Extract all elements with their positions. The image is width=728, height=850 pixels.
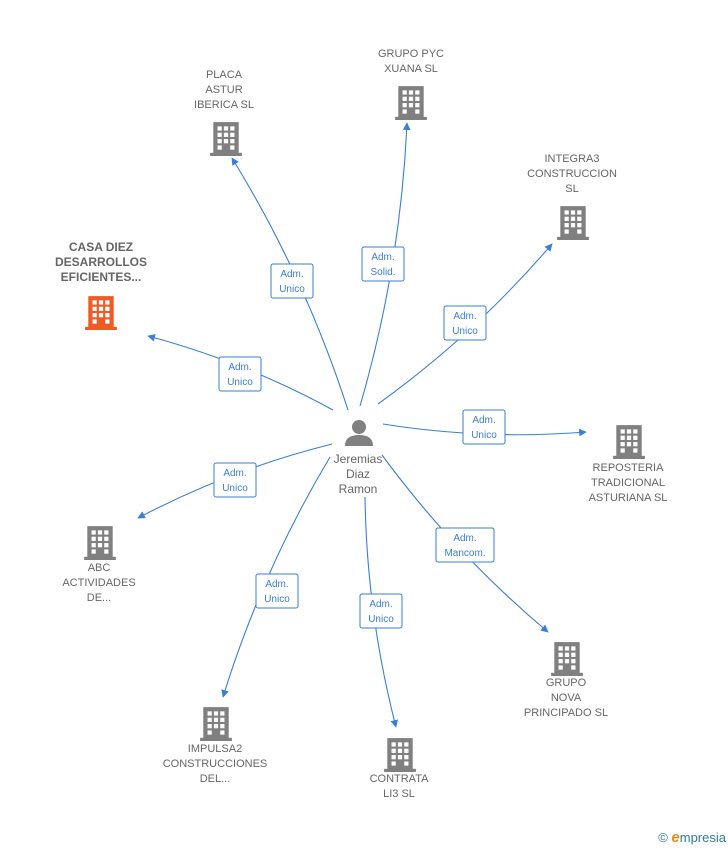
building-icon [85,296,117,330]
company-name-line: IMPULSA2 [188,743,242,755]
role-badge-line: Adm. [371,252,394,263]
role-badge-line: Unico [279,284,305,295]
role-badge-integra3[interactable]: Adm. Unico [443,305,487,341]
footer-brand: © empresia [658,829,726,846]
company-name-line: ASTURIANA SL [589,492,668,504]
building-icon [613,425,645,459]
company-name-line: PRINCIPADO SL [524,707,608,719]
company-node-grupo-pyc[interactable]: GRUPO PYC XUANA SL [378,48,444,120]
role-badge-line: Adm. [280,269,303,280]
company-name-line: PLACA [206,69,243,81]
company-node-abc[interactable]: ABC ACTIVIDADES DE... [62,526,136,604]
person-icon [345,420,373,446]
role-badge-line: Unico [227,377,253,388]
building-icon [395,86,427,120]
company-name-line: IBERICA SL [194,99,254,111]
role-badge-box [270,263,314,299]
role-badge-line: Unico [264,594,290,605]
role-badge-casa-diez[interactable]: Adm. Unico [218,356,262,392]
company-name-line: NOVA [551,692,582,704]
brand-logo-text: mpresia [679,830,726,845]
role-badge-line: Unico [222,483,248,494]
building-icon [210,122,242,156]
company-name-line: SL [565,183,578,195]
role-badge-box [435,527,495,563]
company-name-line: INTEGRA3 [544,153,599,165]
role-badge-box [443,305,487,341]
company-node-placa[interactable]: PLACA ASTUR IBERICA SL [194,69,254,156]
company-name-line: DESARROLLOS [55,255,147,269]
center-name-line: Ramon [339,482,378,496]
company-name-line: TRADICIONAL [591,477,665,489]
role-badge-line: Adm. [223,468,246,479]
role-badge-line: Adm. [265,579,288,590]
role-badge-line: Mancom. [444,548,485,559]
role-badge-line: Adm. [369,599,392,610]
company-node-grupo-nova[interactable]: GRUPO NOVA PRINCIPADO SL [524,642,608,719]
center-name-line: Diaz [346,467,370,481]
building-icon [200,707,232,741]
center-name-line: Jeremias [334,452,383,466]
building-icon [551,642,583,676]
company-name-line: EFICIENTES... [61,270,142,284]
role-badge-box [213,462,257,498]
copyright-icon: © [658,830,668,845]
role-badge-impulsa2[interactable]: Adm. Unico [255,573,299,609]
role-badge-box [218,356,262,392]
role-badge-line: Solid. [370,267,395,278]
role-badge-box [462,409,506,445]
company-name-line: DEL... [200,773,231,785]
role-badge-line: Adm. [472,415,495,426]
role-badge-line: Adm. [228,362,251,373]
company-name-line: REPOSTERIA [593,462,665,474]
brand-logo-initial: e [671,829,680,846]
building-icon [84,526,116,560]
role-badge-line: Unico [368,614,394,625]
company-name-line: CASA DIEZ [69,240,133,254]
role-badge-line: Unico [452,326,478,337]
building-icon [384,738,416,772]
role-badge-placa[interactable]: Adm. Unico [270,263,314,299]
role-badge-grupo-nova[interactable]: Adm. Mancom. [435,527,495,563]
company-node-reposteria[interactable]: REPOSTERIA TRADICIONAL ASTURIANA SL [589,425,668,504]
role-badge-contrata[interactable]: Adm. Unico [359,593,403,629]
role-badge-box [361,246,405,282]
company-name-line: DE... [87,592,111,604]
company-name-line: CONSTRUCCIONES [163,758,268,770]
role-badge-grupo-pyc[interactable]: Adm. Solid. [361,246,405,282]
company-name-line: ABC [88,562,111,574]
role-badge-abc[interactable]: Adm. Unico [213,462,257,498]
company-name-line: GRUPO PYC [378,48,444,60]
role-badge-box [359,593,403,629]
company-name-line: ASTUR [205,84,242,96]
company-node-casa-diez[interactable]: CASA DIEZDESARROLLOSEFICIENTES... [55,240,147,330]
company-name-line: GRUPO [546,677,587,689]
company-name-line: XUANA SL [384,63,438,75]
company-name-line: CONSTRUCCION [527,168,617,180]
role-badge-line: Unico [471,430,497,441]
company-name-line: LI3 SL [383,788,415,800]
company-node-contrata[interactable]: CONTRATA LI3 SL [370,738,430,800]
company-name-line: ACTIVIDADES [62,577,135,589]
role-badge-box [255,573,299,609]
building-icon [557,206,589,240]
role-badge-reposteria[interactable]: Adm. Unico [462,409,506,445]
company-name-line: CONTRATA [370,773,430,785]
role-badge-line: Adm. [453,311,476,322]
role-badge-line: Adm. [453,533,476,544]
